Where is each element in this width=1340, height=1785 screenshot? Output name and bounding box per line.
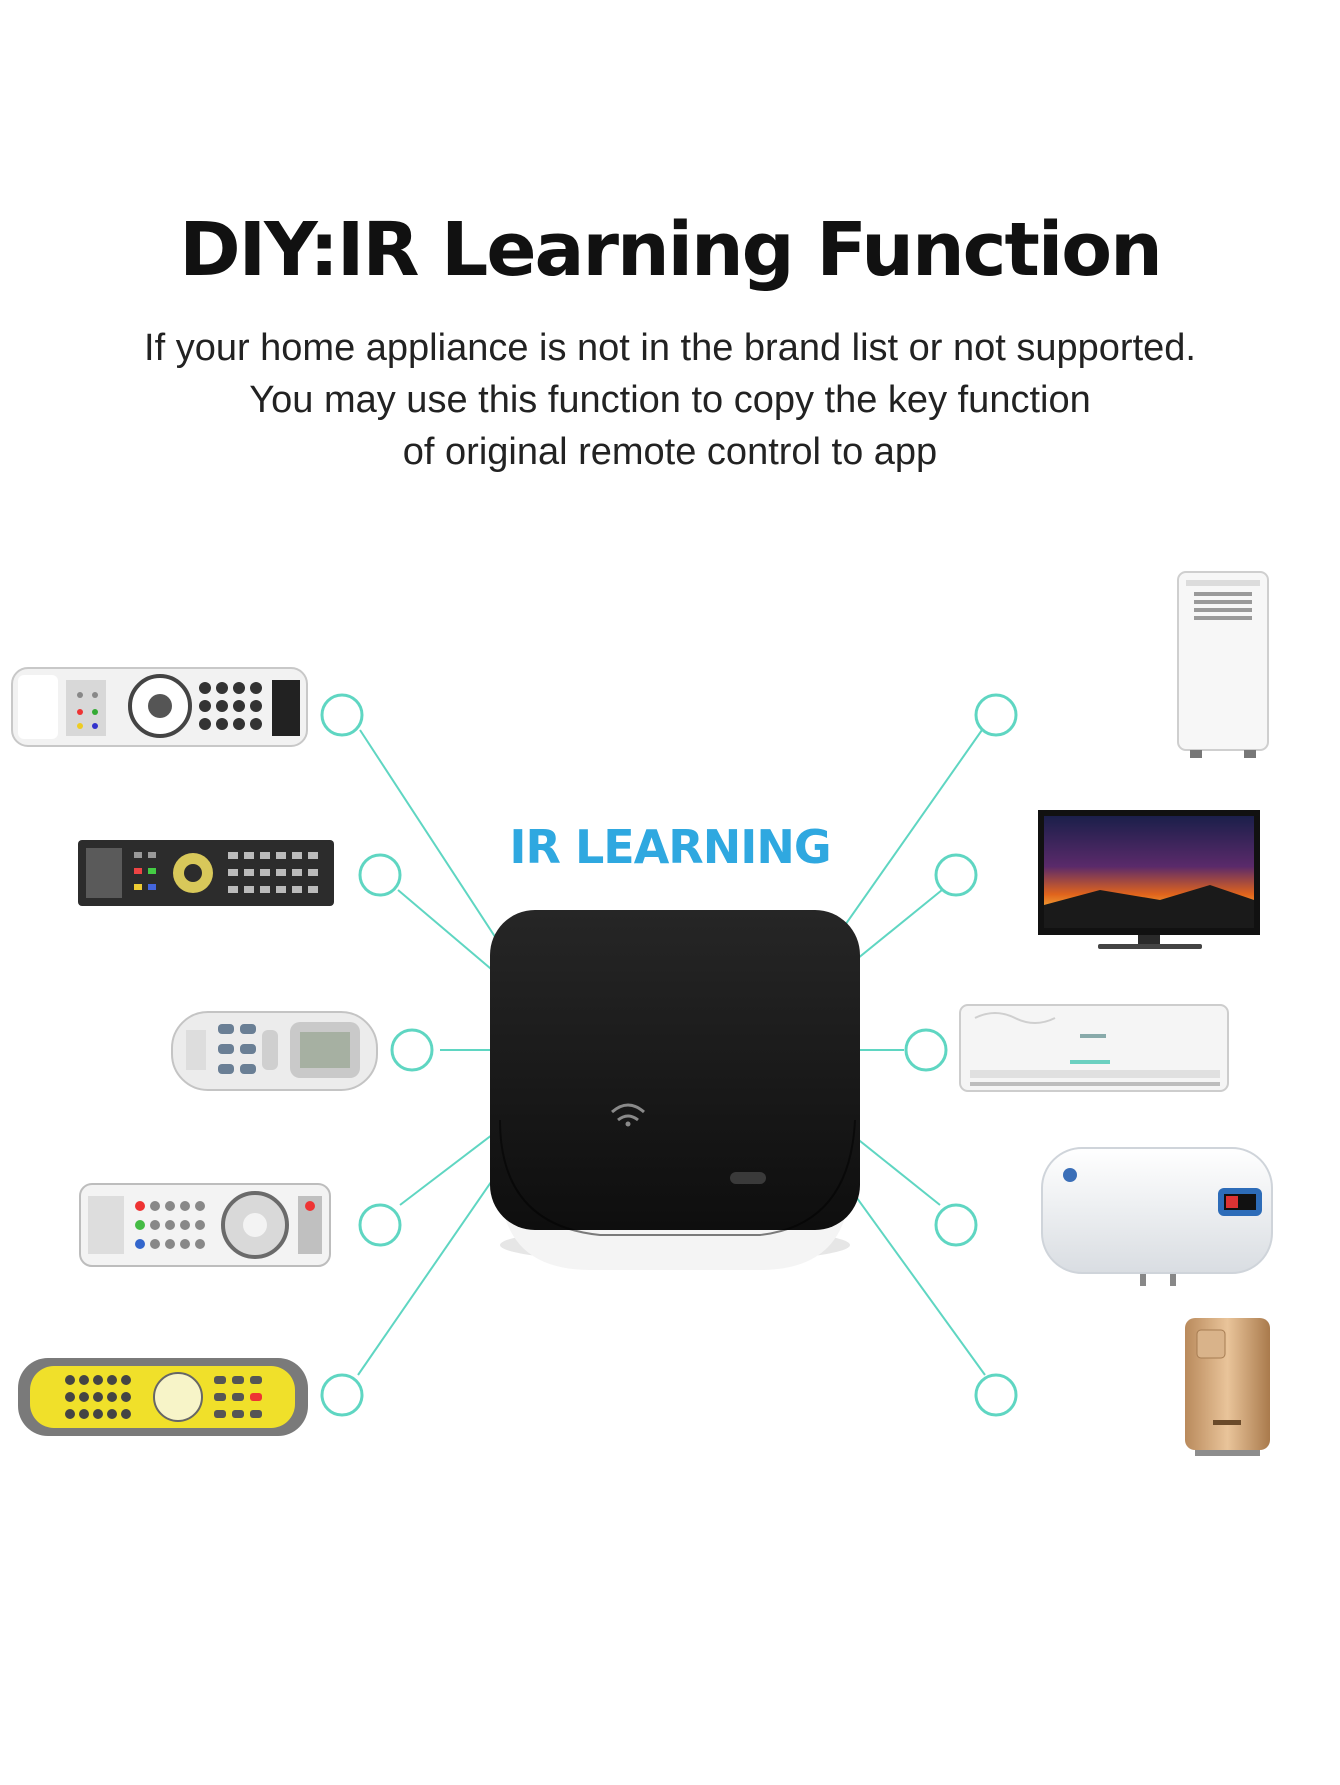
page-title: DIY:IR Learning Function: [179, 207, 1163, 293]
water-heater-icon: [1041, 1147, 1273, 1286]
air-purifier-icon: [1185, 1318, 1270, 1456]
television-icon: [1038, 810, 1260, 949]
node-circles-left: [320, 693, 434, 1417]
node-circle: [904, 1028, 948, 1072]
node-circle: [320, 693, 364, 737]
node-circle: [974, 1373, 1018, 1417]
subtitle-line-2: You may use this function to copy the ke…: [249, 379, 1091, 421]
node-circle: [390, 1028, 434, 1072]
split-air-conditioner-icon: [959, 1004, 1229, 1092]
yellow-universal-remote-icon: [18, 1358, 308, 1436]
portable-air-conditioner-icon: [1177, 571, 1269, 758]
ac-remote-icon: [171, 1011, 378, 1091]
node-circle: [358, 1203, 402, 1247]
subtitle-line-1: If your home appliance is not in the bra…: [144, 327, 1196, 369]
connector-line: [399, 1124, 506, 1206]
ir-hub-device: [490, 910, 860, 1270]
satellite-remote-icon: [79, 1183, 331, 1267]
node-circle: [934, 1203, 978, 1247]
node-circle: [320, 1373, 364, 1417]
node-circle: [934, 853, 978, 897]
connector-line: [359, 729, 521, 976]
node-circle: [974, 693, 1018, 737]
tv-remote-black-icon: [78, 840, 334, 906]
node-circles-right: [904, 693, 1018, 1417]
page-subtitle: If your home appliance is not in the bra…: [0, 322, 1340, 478]
tv-remote-white-icon: [11, 667, 308, 747]
subtitle-line-3: of original remote control to app: [402, 431, 938, 473]
wifi-icon: [611, 1103, 645, 1127]
node-circle: [358, 853, 402, 897]
ir-learning-label: IR LEARNING: [509, 820, 831, 874]
